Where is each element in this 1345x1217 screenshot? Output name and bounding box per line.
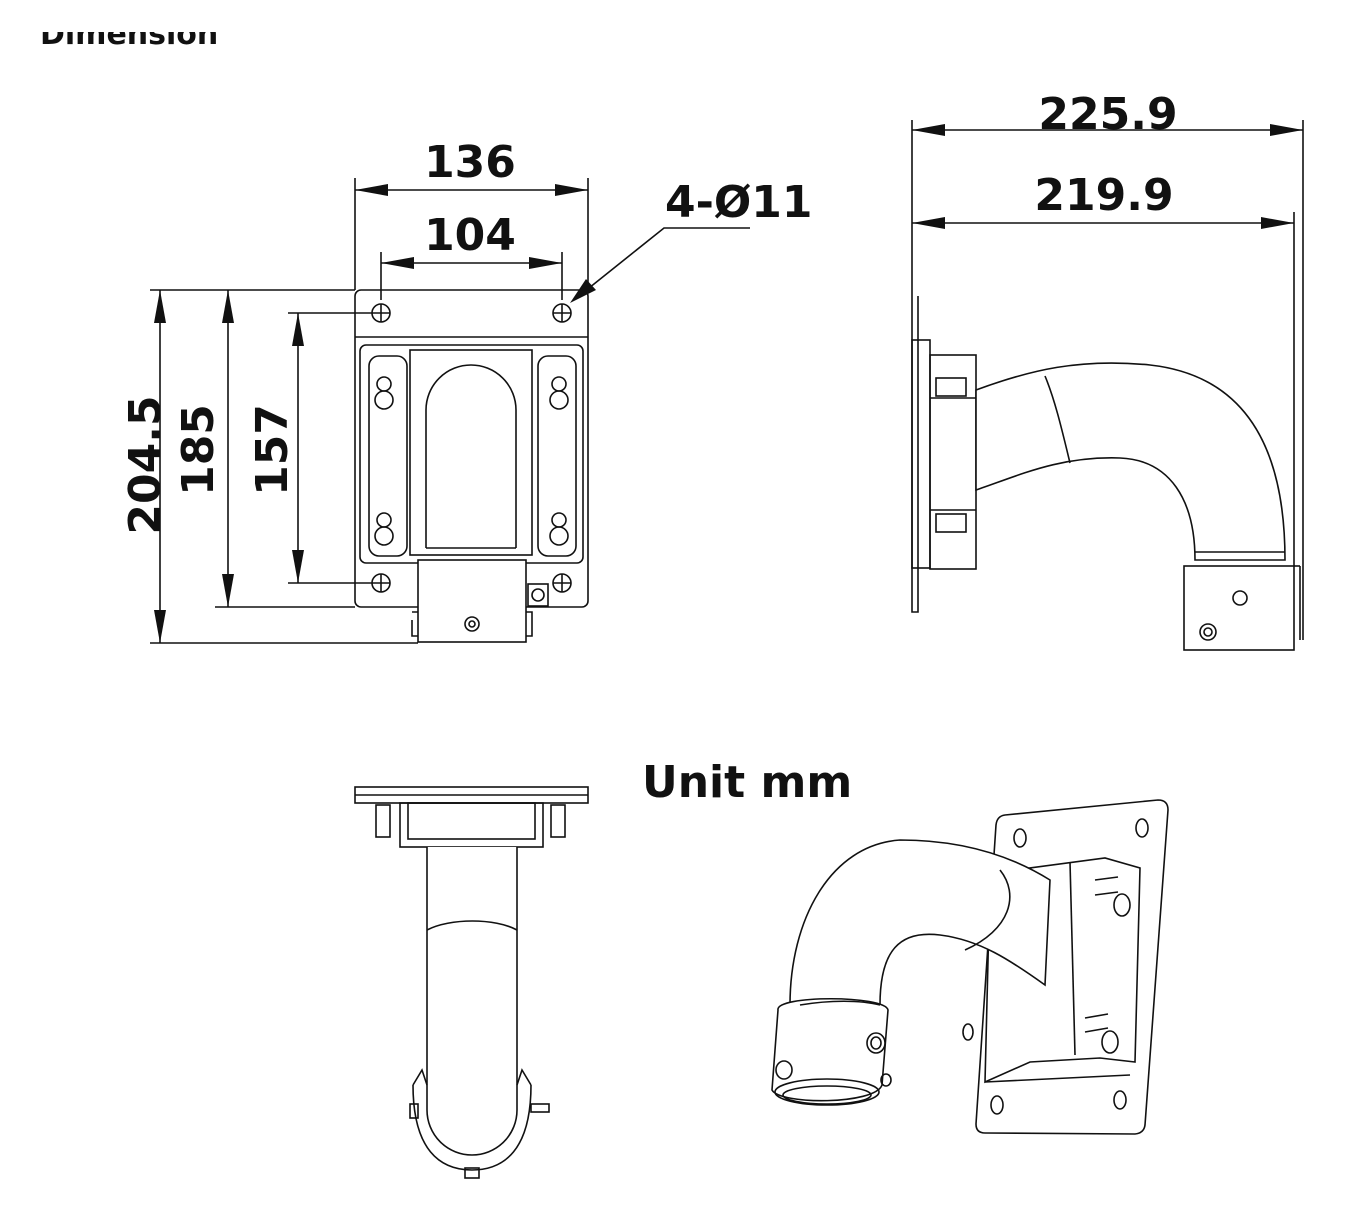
top-view (354, 786, 589, 1179)
dim-height-plate: 185 (173, 404, 224, 496)
dim-height-holes: 157 (247, 404, 298, 496)
dim-depth-inner: 219.9 (1034, 170, 1173, 221)
front-view: 136 104 4-Ø11 204.5 185 157 (120, 137, 813, 644)
isometric-view (771, 799, 1169, 1135)
dim-depth-outer: 225.9 (1038, 89, 1177, 140)
unit-label: Unit mm (642, 757, 852, 808)
dim-height-total: 204.5 (120, 395, 171, 534)
dim-holes: 4-Ø11 (665, 177, 813, 228)
side-view: 225.9 219.9 (911, 89, 1304, 651)
dim-width-holes: 104 (424, 210, 516, 261)
dim-width-outer: 136 (424, 137, 516, 188)
